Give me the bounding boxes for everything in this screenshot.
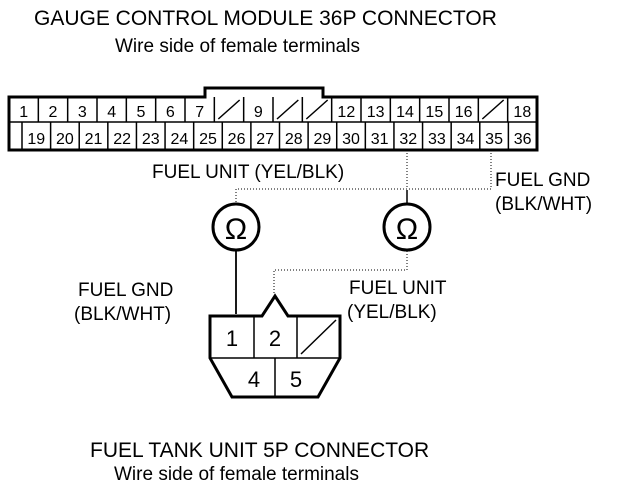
terminal-36p-28: 28 (285, 131, 303, 148)
terminal-36p-7: 7 (195, 104, 204, 121)
terminal-36p-blank (217, 99, 241, 120)
wire-fuel-unit-to-pin2 (273, 251, 408, 294)
terminal-36p-31: 31 (371, 131, 389, 148)
terminal-36p-24: 24 (170, 131, 188, 148)
terminal-36p-36: 36 (514, 131, 532, 148)
subtitle-5p: Wire side of female terminals (114, 464, 359, 485)
pin5-5: 5 (290, 367, 302, 392)
pin5-4: 4 (248, 367, 260, 392)
terminal-36p-21: 21 (85, 131, 103, 148)
terminal-36p-5: 5 (137, 104, 146, 121)
terminal-36p-33: 33 (428, 131, 446, 148)
pin5-2: 2 (269, 326, 281, 351)
terminal-36p-18: 18 (513, 104, 531, 121)
terminal-36p-25: 25 (199, 131, 217, 148)
ohmmeter-right: Ω (382, 202, 432, 252)
wires (235, 150, 492, 314)
terminal-36p-blank (276, 99, 299, 120)
ohm-symbol-left: Ω (225, 213, 247, 246)
pin5-1: 1 (226, 326, 238, 351)
terminal-36p-4: 4 (107, 104, 116, 121)
terminal-36p-13: 13 (367, 104, 385, 121)
label-fuel-unit-top: FUEL UNIT (YEL/BLK) (152, 162, 345, 183)
connector-5p: 1 2 4 5 (208, 293, 342, 399)
terminal-36p-15: 15 (425, 104, 443, 121)
label-fuel-unit-right-2: (YEL/BLK) (347, 302, 437, 323)
terminal-36p-16: 16 (455, 104, 473, 121)
terminal-36p-12: 12 (337, 104, 355, 121)
terminal-36p-26: 26 (228, 131, 246, 148)
terminal-36p-blank (481, 99, 505, 120)
terminal-36p-35: 35 (485, 131, 503, 148)
title-36p: GAUGE CONTROL MODULE 36P CONNECTOR (34, 7, 497, 30)
terminal-36p-32: 32 (399, 131, 417, 148)
terminal-36p-blank (305, 99, 329, 120)
connector-5p-outline (208, 293, 342, 399)
terminal-36p-1: 1 (19, 104, 28, 121)
label-fuel-gnd-right-1: FUEL GND (495, 170, 591, 191)
ohm-symbol-right: Ω (396, 213, 418, 246)
ohmmeter-left: Ω (211, 202, 261, 252)
terminal-36p-3: 3 (78, 104, 87, 121)
label-fuel-gnd-left-1: FUEL GND (78, 280, 174, 301)
terminal-36p-30: 30 (342, 131, 360, 148)
terminal-36p-2: 2 (49, 104, 58, 121)
label-fuel-unit-right-1: FUEL UNIT (349, 278, 447, 299)
terminal-36p-20: 20 (56, 131, 74, 148)
terminal-36p-14: 14 (396, 104, 414, 121)
subtitle-36p: Wire side of female terminals (115, 36, 360, 57)
terminal-36p-22: 22 (113, 131, 131, 148)
terminal-36p-34: 34 (457, 131, 475, 148)
wire-terminal-35-dotted (235, 150, 492, 203)
terminal-36p-29: 29 (314, 131, 332, 148)
terminal-36p-19: 19 (27, 131, 45, 148)
terminal-36p-9: 9 (254, 104, 263, 121)
label-fuel-gnd-left-2: (BLK/WHT) (74, 304, 172, 325)
terminal-36p-27: 27 (256, 131, 274, 148)
terminal-36p-23: 23 (142, 131, 160, 148)
pin3-blank-slash (300, 319, 337, 355)
connector-36p-outline (7, 86, 539, 152)
label-fuel-gnd-right-2: (BLK/WHT) (495, 194, 593, 215)
title-5p: FUEL TANK UNIT 5P CONNECTOR (90, 439, 430, 462)
terminal-36p-6: 6 (166, 104, 175, 121)
